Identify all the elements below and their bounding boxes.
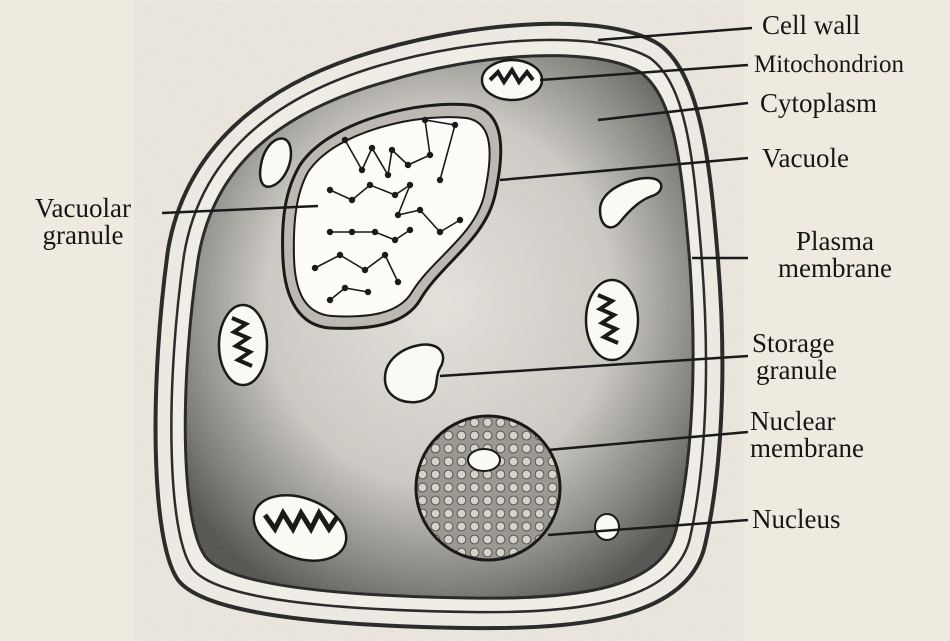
label-cytoplasm: Cytoplasm bbox=[760, 90, 877, 117]
label-nuclear-membrane: Nuclear membrane bbox=[750, 408, 864, 462]
mitochondrion-right bbox=[586, 280, 638, 360]
label-vacuole: Vacuole bbox=[762, 145, 849, 172]
label-vacuolar-granule: Vacuolar granule bbox=[8, 195, 158, 249]
label-nucleus: Nucleus bbox=[752, 506, 840, 533]
mitochondrion-left bbox=[219, 305, 267, 385]
label-storage-granule: Storage granule bbox=[752, 330, 837, 384]
label-plasma-membrane: Plasma membrane bbox=[760, 228, 910, 282]
mitochondrion-top bbox=[482, 60, 542, 100]
label-cell-wall: Cell wall bbox=[762, 12, 860, 39]
label-mitochondrion: Mitochondrion bbox=[754, 51, 904, 78]
nucleolus bbox=[468, 449, 500, 471]
small-granule bbox=[595, 514, 619, 540]
nucleus bbox=[416, 416, 560, 560]
